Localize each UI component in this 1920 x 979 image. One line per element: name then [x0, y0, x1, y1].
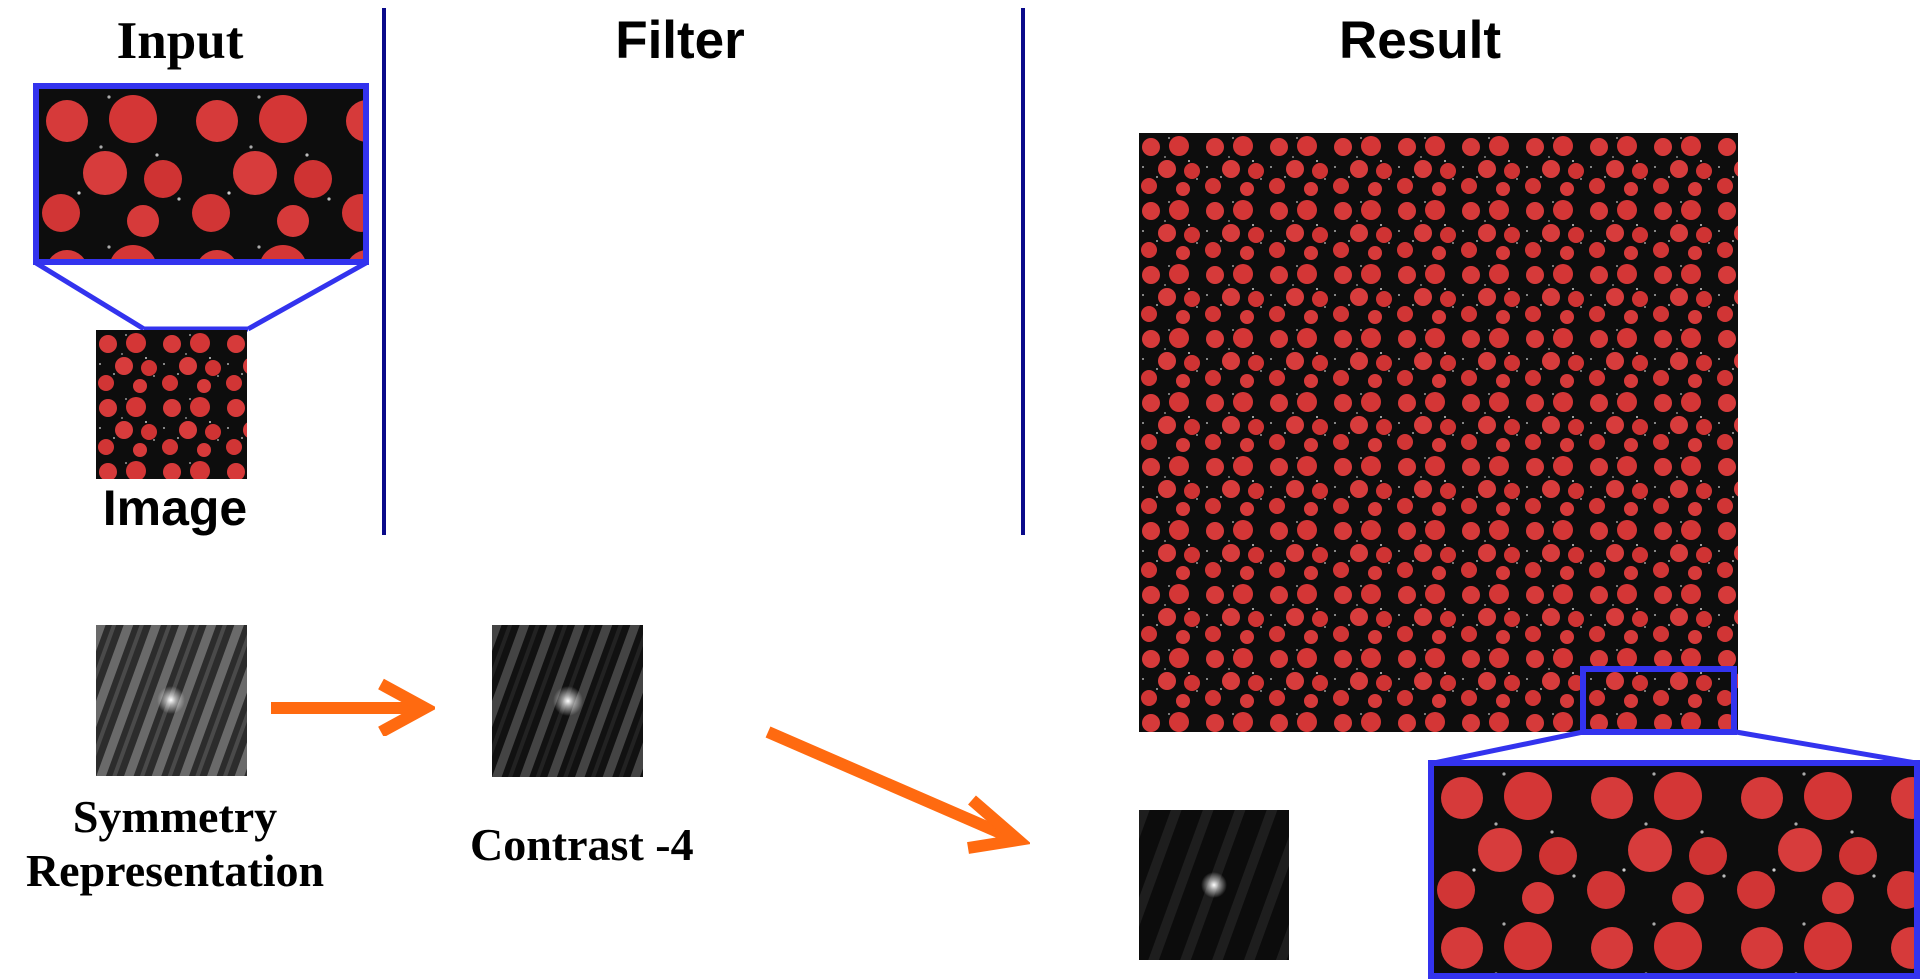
column-divider-right — [1021, 8, 1025, 535]
input-header: Input — [116, 12, 244, 70]
result-zoom-connector — [1433, 729, 1917, 766]
symmetry-label-line1: Symmetry — [72, 791, 278, 842]
result-image — [1139, 133, 1738, 732]
filtered-symmetry-image — [492, 625, 643, 777]
input-image — [96, 330, 247, 479]
symmetry-representation-image — [96, 625, 247, 776]
image-label: Image — [102, 480, 248, 536]
result-image-zoom — [1428, 760, 1920, 979]
column-divider-left — [382, 8, 386, 535]
input-zoom-connector — [34, 260, 368, 332]
result-zoom-selection — [1580, 666, 1737, 735]
result-header: Result — [1339, 11, 1501, 70]
arrow-down-right-icon — [765, 726, 1030, 854]
filter-header: Filter — [615, 11, 745, 70]
contrast-label: Contrast -4 — [470, 819, 694, 870]
input-image-zoom — [33, 83, 369, 265]
arrow-right-icon — [271, 678, 435, 736]
symmetry-label-line2: Representation — [25, 845, 325, 896]
result-symmetry-image — [1139, 810, 1289, 960]
